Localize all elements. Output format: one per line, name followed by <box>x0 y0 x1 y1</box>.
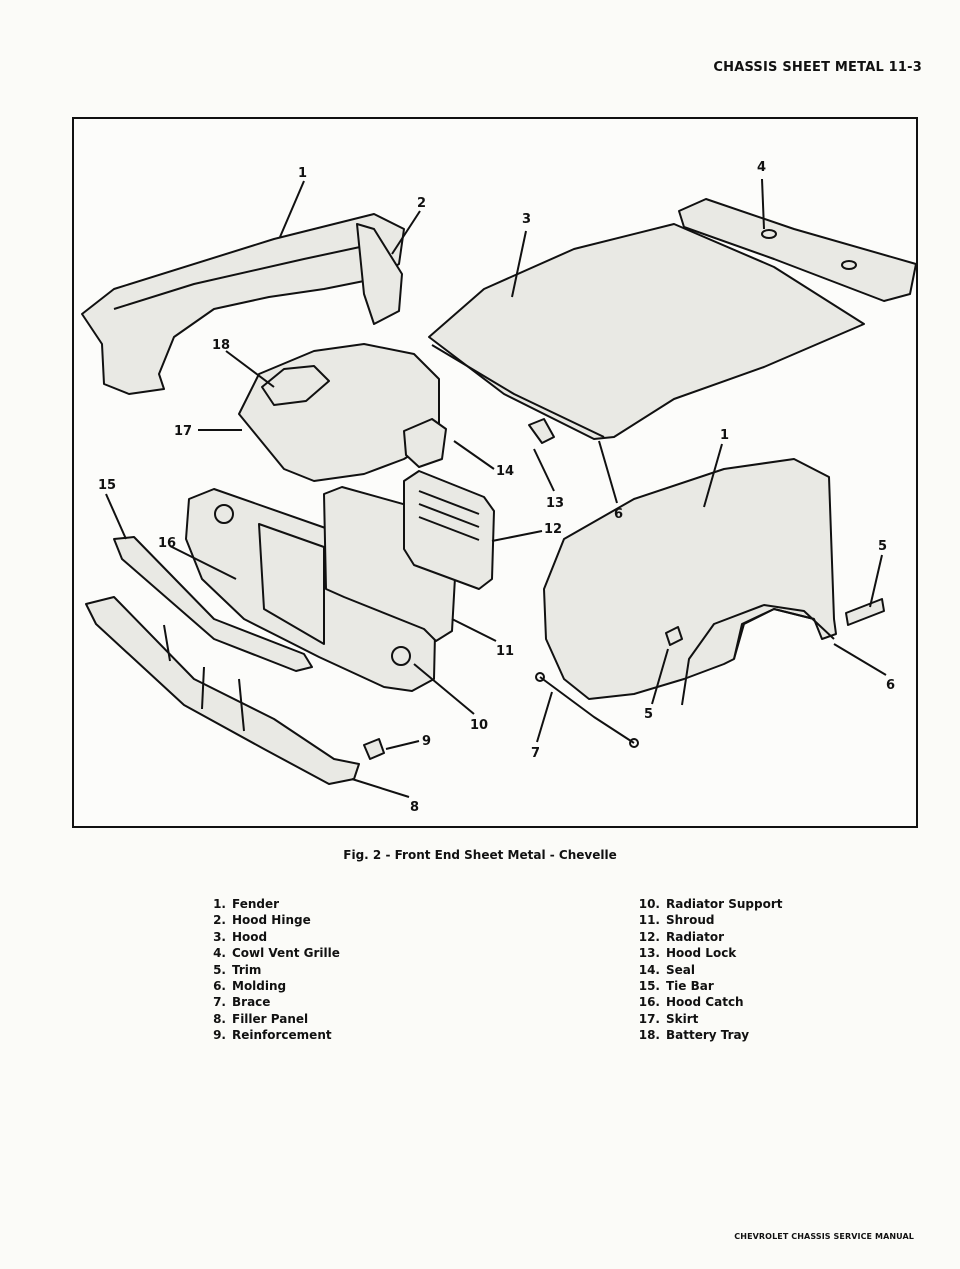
legend-item: 1. Fender <box>202 896 340 912</box>
trim-drawing <box>845 598 885 626</box>
callout-9: 9 <box>422 734 431 749</box>
legend-number: 12. <box>638 929 660 944</box>
legend-number: 11. <box>638 913 660 928</box>
legend-number: 2. <box>213 913 226 928</box>
skirt-drawing <box>238 343 440 482</box>
callout-15: 15 <box>98 478 116 493</box>
callout-1-right: 1 <box>720 428 729 443</box>
legend-item: 11. Shroud <box>636 912 782 928</box>
legend-number: 10. <box>638 897 660 911</box>
hood-lock-drawing <box>528 418 555 444</box>
legend-label: Skirt <box>666 1011 699 1026</box>
callout-18: 18 <box>212 338 230 353</box>
molding-drawing <box>681 604 835 706</box>
legend-label: Molding <box>232 979 287 994</box>
legend-number: 1. <box>213 897 226 911</box>
cowl-vent-grille-drawing <box>678 198 917 302</box>
legend-label: Hood <box>232 929 268 944</box>
legend-label: Trim <box>232 962 262 977</box>
callout-16: 16 <box>158 536 176 551</box>
legend-label: Tie Bar <box>666 979 714 994</box>
legend-label: Seal <box>666 962 695 977</box>
legend-label: Shroud <box>666 913 715 928</box>
callout-4: 4 <box>757 160 766 175</box>
legend-item: 9. Reinforcement <box>202 1027 340 1043</box>
legend-item: 15. Tie Bar <box>636 978 782 994</box>
callout-12: 12 <box>544 522 562 537</box>
radiator-drawing <box>403 470 495 590</box>
tie-bar-drawing <box>113 536 313 672</box>
legend-label: Hood Hinge <box>232 913 311 928</box>
callout-1-left: 1 <box>298 166 307 181</box>
legend-right: 10. Radiator Support 11. Shroud 12. Radiato… <box>636 896 783 1044</box>
callout-5-lower: 5 <box>644 707 653 722</box>
legend-number: 7. <box>213 995 226 1010</box>
legend-number: 6. <box>213 979 226 994</box>
callout-6-lower: 6 <box>886 678 895 693</box>
legend-label: Reinforcement <box>232 1028 332 1043</box>
legend-item: 8. Filler Panel <box>202 1011 340 1027</box>
filler-panel-drawing <box>85 596 360 785</box>
legend-item: 17. Skirt <box>636 1011 782 1027</box>
legend-number: 3. <box>213 929 226 944</box>
legend-label: Fender <box>232 897 280 911</box>
legend-number: 13. <box>638 946 660 961</box>
legend-label: Hood Catch <box>666 995 744 1010</box>
callout-5-right: 5 <box>878 539 887 554</box>
legend-item: 18. Battery Tray <box>636 1027 782 1043</box>
legend-label: Hood Lock <box>666 946 737 961</box>
legend-number: 17. <box>638 1011 660 1026</box>
legend-item: 6. Molding <box>202 978 340 994</box>
callout-14: 14 <box>496 464 514 479</box>
legend-number: 18. <box>638 1028 660 1043</box>
legend-number: 15. <box>638 979 660 994</box>
legend-label: Battery Tray <box>666 1028 750 1043</box>
legend-item: 12. Radiator <box>636 929 782 945</box>
legend-item: 16. Hood Catch <box>636 994 782 1010</box>
callout-17: 17 <box>174 424 192 439</box>
legend-item: 14. Seal <box>636 962 782 978</box>
exploded-view-figure: 1 2 3 4 18 17 14 15 16 13 12 6 1 5 11 6 … <box>72 117 918 828</box>
hood-hinge-drawing <box>356 223 403 325</box>
legend-item: 10. Radiator Support <box>636 896 783 912</box>
legend-item: 5. Trim <box>202 962 340 978</box>
legend-number: 14. <box>638 962 660 977</box>
legend-number: 9. <box>213 1028 226 1043</box>
legend-number: 5. <box>213 962 226 977</box>
figure-caption: Fig. 2 - Front End Sheet Metal - Chevell… <box>343 848 617 862</box>
hood-drawing <box>428 223 865 440</box>
legend-number: 8. <box>213 1011 226 1026</box>
legend-label: Brace <box>232 995 271 1010</box>
legend-item: 3. Hood <box>202 929 340 945</box>
battery-tray-drawing <box>261 365 330 406</box>
callout-2: 2 <box>417 196 426 211</box>
callout-13: 13 <box>546 496 564 511</box>
brace-drawing <box>539 676 635 744</box>
exploded-view-drawing: 1 2 3 4 18 17 14 15 16 13 12 6 1 5 11 6 … <box>81 160 917 815</box>
reinforcement-drawing <box>363 738 385 760</box>
callout-10: 10 <box>470 718 488 733</box>
legend-item: 7. Brace <box>202 994 340 1010</box>
callout-3: 3 <box>522 212 531 227</box>
callout-11: 11 <box>496 644 514 659</box>
callout-8: 8 <box>410 800 419 815</box>
legend-label: Radiator <box>666 929 725 944</box>
legend-number: 16. <box>638 995 660 1010</box>
legend-number: 4. <box>213 946 226 961</box>
legend-label: Radiator Support <box>666 897 783 911</box>
legend-item: 4. Cowl Vent Grille <box>202 945 340 961</box>
manual-footer: CHEVROLET CHASSIS SERVICE MANUAL <box>734 1232 914 1241</box>
legend-item: 13. Hood Lock <box>636 945 782 961</box>
left-fender-drawing <box>81 213 405 395</box>
callout-7: 7 <box>531 746 540 761</box>
seal-drawing <box>403 418 447 468</box>
legend-label: Filler Panel <box>232 1011 309 1026</box>
right-fender-drawing <box>543 458 837 700</box>
legend-label: Cowl Vent Grille <box>232 946 340 961</box>
page-header: CHASSIS SHEET METAL 11-3 <box>713 60 922 75</box>
callout-6-upper: 6 <box>614 507 623 522</box>
legend-left: 1. Fender 2. Hood Hinge 3. Hood 4. Cowl Vent… <box>202 896 340 1044</box>
legend-item: 2. Hood Hinge <box>202 912 340 928</box>
